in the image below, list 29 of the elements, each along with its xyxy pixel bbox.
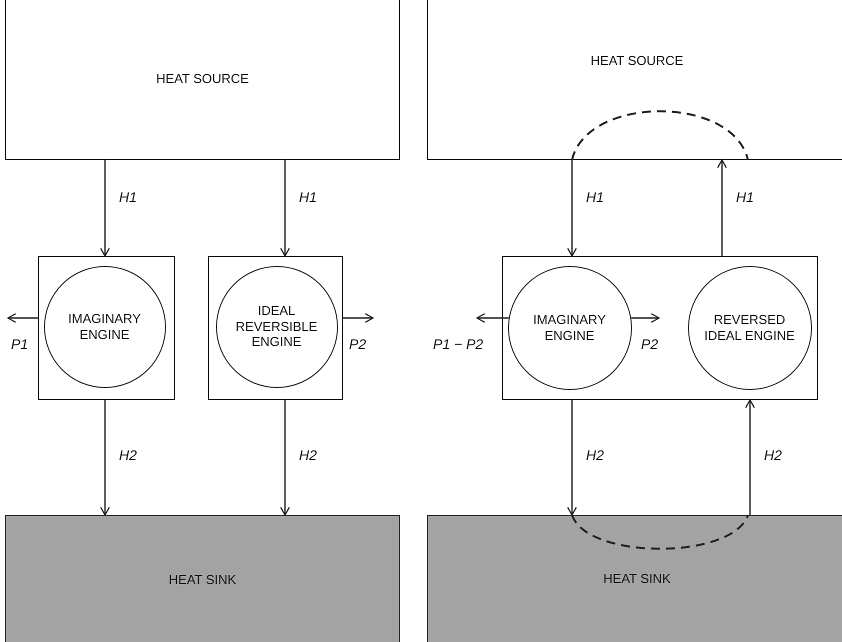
arrow	[744, 399, 756, 515]
node-label: HEAT SOURCE	[590, 53, 684, 69]
node-label: HEAT SINK	[168, 572, 236, 588]
arrow	[566, 400, 578, 516]
arrow	[343, 312, 374, 324]
arrow	[476, 312, 509, 324]
heat-sink-block	[427, 515, 842, 642]
engine-housing-box	[38, 256, 175, 400]
engine-housing-box	[502, 256, 818, 400]
arrow	[280, 400, 290, 516]
dashed-arc	[571, 514, 749, 550]
node-label: IMAGINARY ENGINE	[67, 310, 142, 342]
node-label: REVERSED IDEAL ENGINE	[703, 312, 796, 344]
node-label: IDEAL REVERSIBLE ENGINE	[234, 303, 318, 350]
dashed-arc	[571, 110, 749, 160]
heat-source-block	[427, 0, 842, 160]
node-label: HEAT SINK	[603, 571, 671, 587]
arrow	[7, 312, 38, 324]
arrow	[631, 312, 660, 324]
arrow	[280, 160, 290, 257]
heat-source-block	[5, 0, 400, 160]
arrow	[100, 160, 110, 257]
heat-sink-block	[5, 515, 400, 642]
arrow	[566, 160, 578, 257]
node-label: IMAGINARY ENGINE	[532, 312, 607, 344]
arrow	[100, 400, 110, 516]
engine-housing-box	[208, 256, 343, 400]
arrow	[716, 159, 728, 256]
node-label: HEAT SOURCE	[156, 70, 249, 86]
